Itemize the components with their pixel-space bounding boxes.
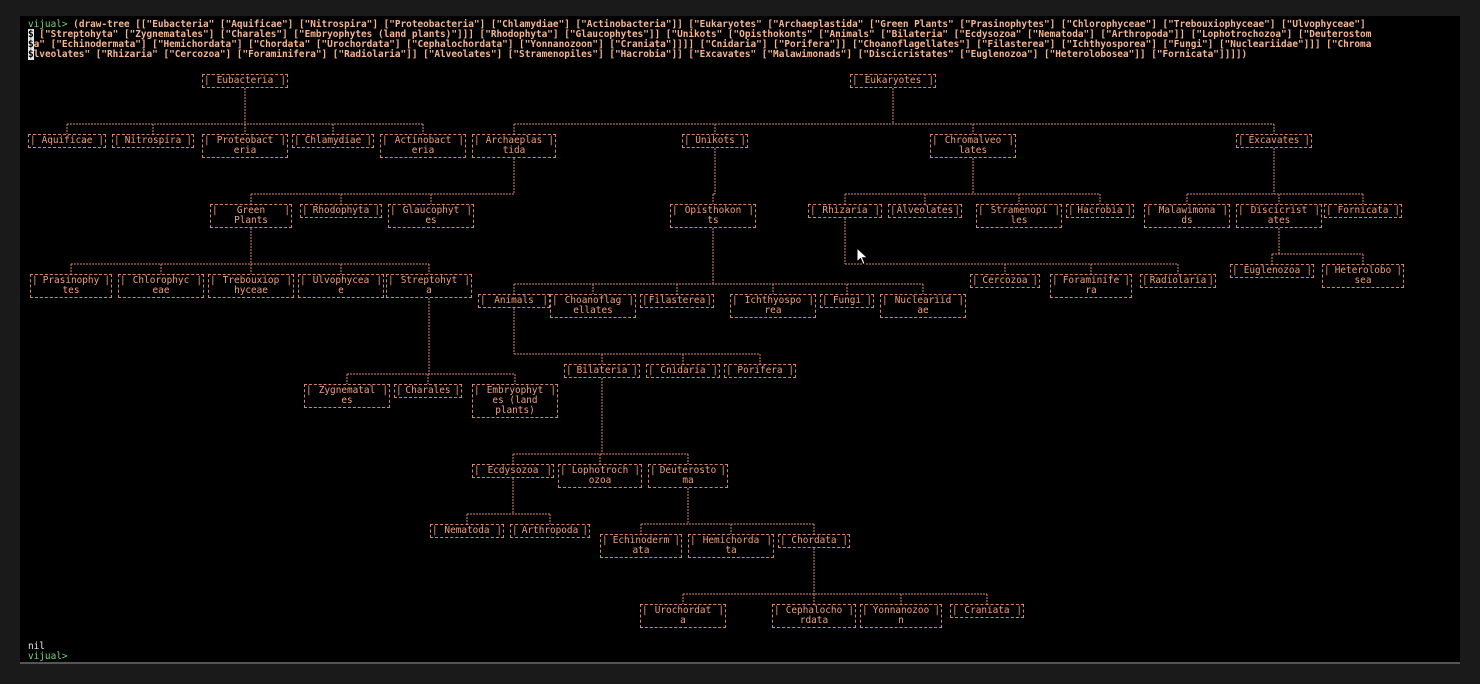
node-cercozoa: Cercozoa <box>970 274 1040 288</box>
node-charales: Charales <box>394 384 462 398</box>
node-foraminifera: Foraminifera <box>1050 274 1132 298</box>
node-heterolobosea: Heterolobosea <box>1322 264 1404 288</box>
terminal-window[interactable]: vijual> (draw-tree [["Eubacteria" ["Aqui… <box>20 16 1460 664</box>
node-malawimonads: Malawimonads <box>1144 204 1230 228</box>
node-aquificae: Aquificae <box>28 134 106 148</box>
node-actinobacteria: Actinobacteria <box>380 134 466 158</box>
node-hemichordata: Hemichordata <box>688 534 774 558</box>
output-nil: nil <box>28 641 45 652</box>
truncation-mark: $ <box>28 29 34 40</box>
node-unikots: Unikots <box>682 134 748 148</box>
node-stramenopiles: Stramenopiles <box>976 204 1062 228</box>
tree-edges <box>66 88 1364 604</box>
node-ichthyosporea: Ichthyosporea <box>730 294 816 318</box>
prompt: vijual> <box>28 651 68 662</box>
node-radiolaria: Radiolaria <box>1140 274 1216 288</box>
command-text: a" ["Echinodermata"] ["Hemichordata"] ["… <box>33 39 1372 50</box>
node-trebouxiophyceae: Trebouxiophyceae <box>208 274 294 298</box>
command-line-1: vijual> (draw-tree [["Eubacteria" ["Aqui… <box>28 20 1366 30</box>
node-hacrobia: Hacrobia <box>1066 204 1134 218</box>
node-eubacteria: Eubacteria <box>202 74 288 88</box>
node-discicristates: Discicristates <box>1236 204 1322 228</box>
node-echinodermata: Echinodermata <box>600 534 682 558</box>
node-excavates: Excavates <box>1236 134 1312 148</box>
node-ulvophyceae: Ulvophyceae <box>298 274 384 298</box>
node-proteobacteria: Proteobacteria <box>202 134 288 158</box>
node-cephalochordata: Cephalochordata <box>772 604 856 628</box>
command-line-3: $a" ["Echinodermata"] ["Hemichordata"] [… <box>28 39 1372 50</box>
node-porifera: Porifera <box>724 364 796 378</box>
node-streptohyta: Streptohyta <box>386 274 472 298</box>
node-alveolates: Alveolates <box>888 204 962 218</box>
node-craniata: Craniata <box>950 604 1024 618</box>
node-opisthokonts: Opisthokonts <box>670 204 756 228</box>
node-bilateria: Bilateria <box>564 364 640 378</box>
node-chlorophyceae: Chlorophyceae <box>118 274 204 298</box>
node-prasinophytes: Prasinophytes <box>30 274 112 298</box>
command-line-2: $ ["Streptohyta" ["Zygnematales"] ["Char… <box>28 29 1372 40</box>
command-text: ["Streptohyta" ["Zygnematales"] ["Charal… <box>33 29 1372 40</box>
command-line-4: $lveolates" ["Rhizaria" ["Cercozoa"] ["F… <box>28 49 1248 60</box>
node-animals: Animals <box>478 294 550 308</box>
node-glaucophytes: Glaucophytes <box>388 204 474 228</box>
truncation-mark: $ <box>28 39 34 50</box>
node-nucleariidae: Nucleariidae <box>880 294 966 318</box>
mouse-pointer-icon <box>856 247 869 266</box>
node-archaeplastida: Archaeplastida <box>472 134 556 158</box>
command-text: (draw-tree [["Eubacteria" ["Aquificae"] … <box>73 19 1366 30</box>
node-fungi: Fungi <box>820 294 874 308</box>
node-arthropoda: Arthropoda <box>510 524 590 538</box>
command-text: lveolates" ["Rhizaria" ["Cercozoa"] ["Fo… <box>33 49 1248 60</box>
node-lophotrochozoa: Lophotrochozoa <box>558 464 642 488</box>
node-rhizaria: Rhizaria <box>808 204 882 218</box>
prompt-line[interactable]: vijual> <box>28 652 68 662</box>
node-chlamydiae: Chlamydiae <box>292 134 374 148</box>
node-ecdysozoa: Ecdysozoa <box>472 464 554 478</box>
node-rhodophyta: Rhodophyta <box>300 204 382 218</box>
mode-line <box>20 662 1460 664</box>
node-urochordata: Urochordata <box>640 604 726 628</box>
truncation-mark: $ <box>28 49 34 60</box>
node-nitrospira: Nitrospira <box>112 134 194 148</box>
node-zygnematales: Zygnematales <box>304 384 390 408</box>
node-euglenozoa: Euglenozoa <box>1230 264 1314 278</box>
node-chordata: Chordata <box>778 534 850 548</box>
prompt: vijual> <box>28 19 68 30</box>
node-cnidaria: Cnidaria <box>646 364 720 378</box>
node-filasterea: Filasterea <box>640 294 714 308</box>
node-choanoflagellates: Choanoflagellates <box>550 294 636 318</box>
node-yonnanozoon: Yonnanozoon <box>860 604 942 628</box>
node-nematoda: Nematoda <box>430 524 504 538</box>
node-fornicata: Fornicata <box>1324 204 1402 218</box>
node-eukaryotes: Eukaryotes <box>850 74 936 88</box>
